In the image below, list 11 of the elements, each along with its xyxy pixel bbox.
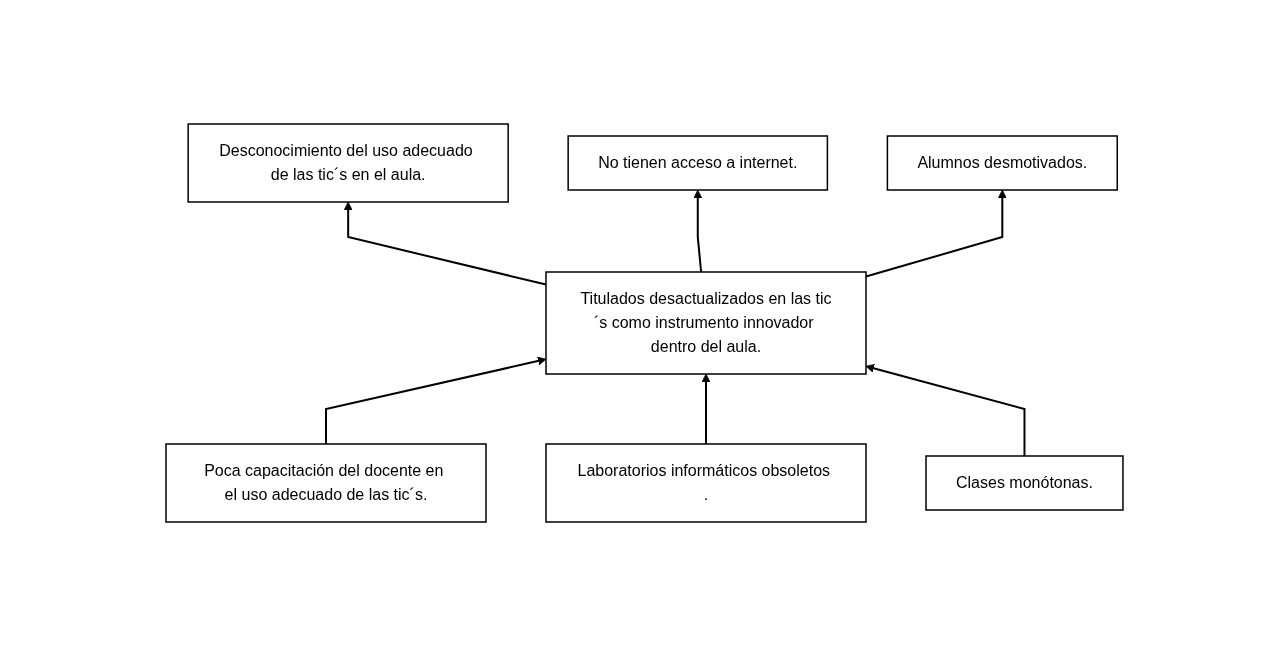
node-box: Laboratorios informáticos obsoletos .: [544, 442, 867, 523]
arrow: [692, 189, 702, 273]
node-box: Titulados desactualizados en las tic´s como instrumento innovador dentro del aula.: [544, 270, 867, 375]
arrow: [324, 356, 546, 445]
arrow: [865, 363, 1025, 457]
node-box: Clases monótonas.: [924, 454, 1124, 511]
node-box: Alumnos desmotivados.: [886, 134, 1118, 191]
node-box: Desconocimiento del uso adecuado de las tic´s en el aula.: [186, 122, 509, 203]
node-box: Poca capacitación del docente en el uso adecuado de las tic´s.: [164, 442, 487, 523]
node-box: No tienen acceso a internet.: [566, 134, 828, 191]
arrow: [701, 373, 710, 445]
